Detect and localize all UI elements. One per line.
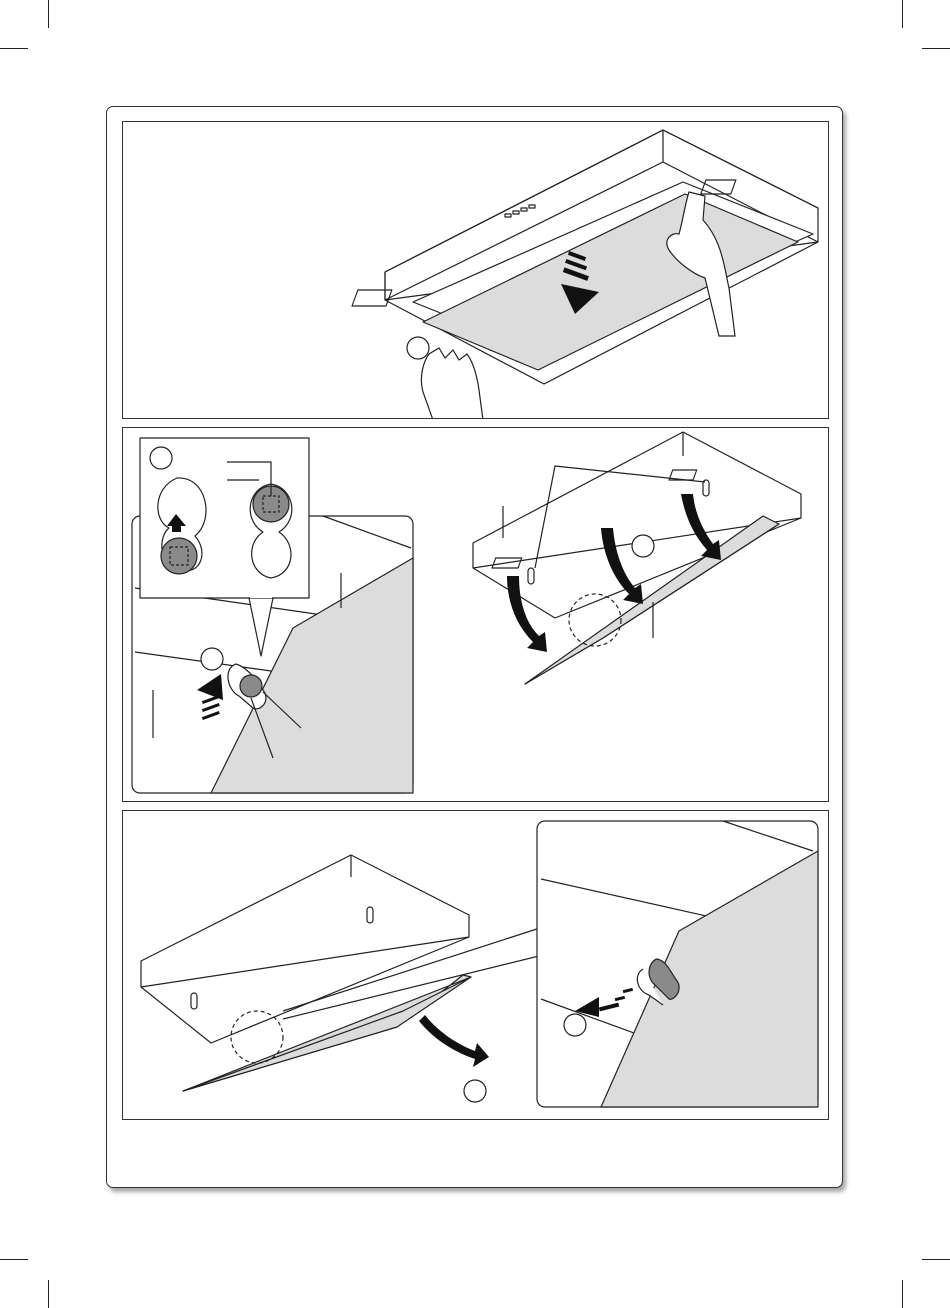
filter-release-illustration — [123, 811, 829, 1120]
curved-arrow-icon — [419, 1015, 489, 1067]
crop-mark — [48, 1280, 49, 1308]
hood-filter-removal-illustration — [123, 122, 829, 419]
step-marker-circle — [407, 337, 429, 359]
instruction-card — [106, 106, 843, 1188]
step-panel-3 — [122, 810, 829, 1120]
step-panel-1 — [122, 121, 829, 419]
left-hand — [421, 348, 483, 419]
crop-mark — [902, 1280, 903, 1308]
crop-mark — [0, 1259, 28, 1260]
crop-mark — [922, 1259, 950, 1260]
step-panel-2 — [122, 427, 829, 802]
crop-mark — [48, 0, 49, 28]
hood-body-3 — [141, 855, 469, 1043]
crop-mark — [902, 0, 903, 28]
filter-unhook-illustration — [123, 428, 829, 802]
crop-mark — [922, 48, 950, 49]
crop-mark — [0, 48, 28, 49]
